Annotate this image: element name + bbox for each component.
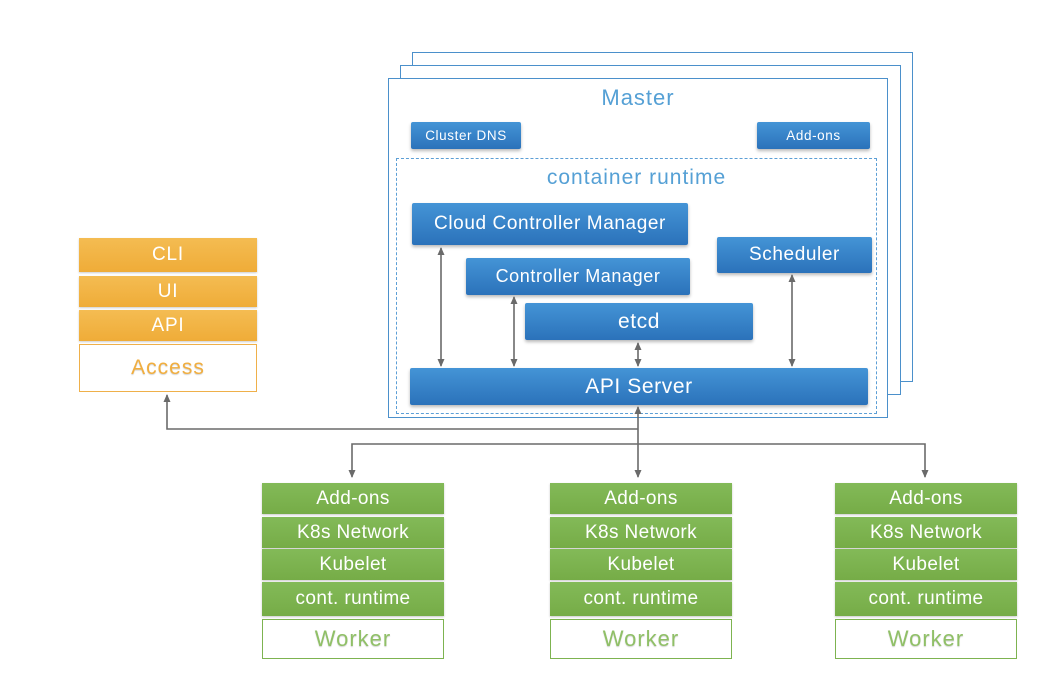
worker1-container-runtime-box: cont. runtime	[262, 582, 444, 616]
worker2-container-runtime-box: cont. runtime	[550, 582, 732, 616]
worker3-addons-box: Add-ons	[835, 483, 1017, 514]
worker1-addons-box: Add-ons	[262, 483, 444, 514]
worker3-kubelet-box: Kubelet	[835, 549, 1017, 580]
access-label-box: Access	[79, 344, 257, 392]
worker2-kubelet-box: Kubelet	[550, 549, 732, 580]
etcd-box: etcd	[525, 303, 753, 340]
worker2-k8s-network-box: K8s Network	[550, 517, 732, 548]
worker2-addons-box: Add-ons	[550, 483, 732, 514]
api-server-box: API Server	[410, 368, 868, 405]
worker3-k8s-network-box: K8s Network	[835, 517, 1017, 548]
scheduler-box: Scheduler	[717, 237, 872, 273]
worker3-label-box: Worker	[835, 619, 1017, 659]
worker3-container-runtime-box: cont. runtime	[835, 582, 1017, 616]
worker-node-1: Add-ons K8s Network Kubelet cont. runtim…	[262, 483, 444, 659]
access-api-box: API	[79, 310, 257, 341]
cloud-controller-manager-box: Cloud Controller Manager	[412, 203, 688, 245]
arrow-api-server-workers	[348, 443, 929, 478]
cluster-dns-box: Cluster DNS	[411, 122, 521, 149]
worker1-k8s-network-box: K8s Network	[262, 517, 444, 548]
worker2-label-box: Worker	[550, 619, 732, 659]
controller-manager-box: Controller Manager	[466, 258, 690, 295]
access-cli-box: CLI	[79, 238, 257, 272]
worker1-kubelet-box: Kubelet	[262, 549, 444, 580]
worker-node-3: Add-ons K8s Network Kubelet cont. runtim…	[835, 483, 1017, 659]
master-addons-box: Add-ons	[757, 122, 870, 149]
container-runtime-title: container runtime	[546, 166, 727, 189]
worker1-label-box: Worker	[262, 619, 444, 659]
access-ui-box: UI	[79, 276, 257, 307]
worker-node-2: Add-ons K8s Network Kubelet cont. runtim…	[550, 483, 732, 659]
master-title: Master	[601, 85, 675, 110]
